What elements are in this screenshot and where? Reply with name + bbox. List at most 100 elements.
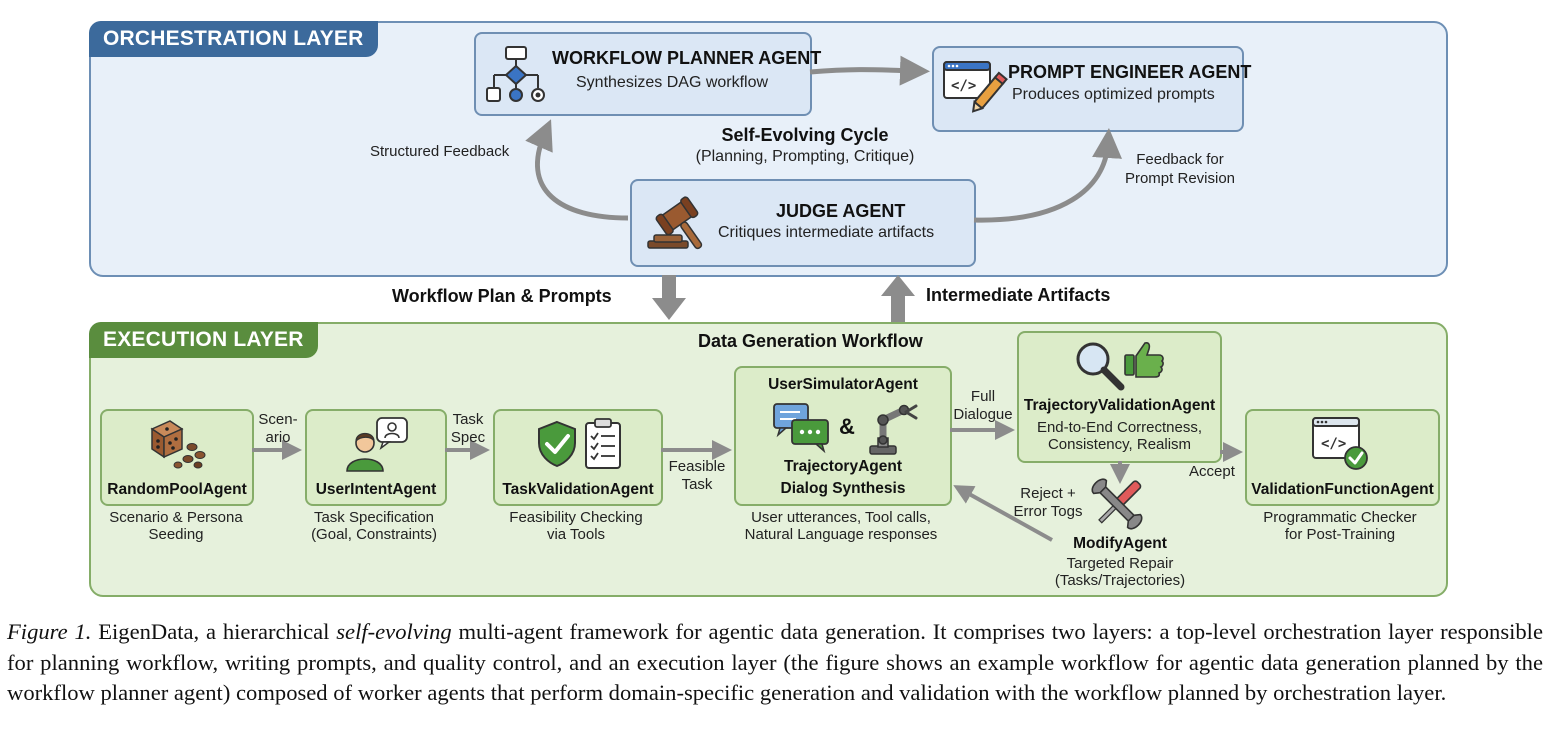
workflow-planner-agent-subtitle: Synthesizes DAG workflow [576, 74, 769, 91]
caption-emphasis: self-evolving [336, 619, 452, 644]
robot-arm-icon [869, 404, 918, 455]
edge-full-dialogue-line2: Dialogue [953, 406, 1013, 423]
edge-reject-line1: Reject + [1020, 485, 1076, 502]
user-intent-agent-box: UserIntentAgent [305, 409, 447, 506]
edge-task-spec-line1: Task [452, 411, 484, 428]
wrench-screwdriver-icon [1091, 478, 1143, 530]
modify-desc-line1: Targeted Repair [1066, 555, 1174, 572]
trajectory-validation-agent-name: TrajectoryValidationAgent [1023, 397, 1216, 414]
up-arrow-head [881, 275, 915, 296]
trajectory-validation-desc-line2: Consistency, Realism [1047, 436, 1192, 453]
svg-text:</>: </> [951, 78, 976, 94]
shield-check-icon [538, 420, 576, 468]
thumbs-up-icon [1124, 342, 1164, 378]
planner-to-prompt-arrow [809, 55, 930, 86]
prompt-engineer-agent-title: PROMPT ENGINEER AGENT [1008, 62, 1252, 82]
user-intent-desc-line2: (Goal, Constraints) [311, 526, 437, 543]
validation-function-desc-line2: for Post-Training [1284, 526, 1396, 543]
edge-scenario-line2: ario [265, 429, 291, 446]
task-validation-agent-desc: Feasibility Checking via Tools [496, 509, 656, 543]
user-simulator-desc-line1: User utterances, Tool calls, [751, 509, 931, 526]
user-simulator-agent-name: UserSimulatorAgent [768, 376, 918, 393]
trajectory-validation-desc-line1: End-to-End Correctness, [1036, 419, 1203, 436]
user-simulator-agent-box: UserSimulatorAgent & TrajectoryAgent Dia… [734, 366, 952, 506]
judge-to-prompt-arrow [973, 128, 1122, 223]
trajectory-validation-agent-desc: End-to-End Correctness, Consistency, Rea… [1019, 419, 1220, 453]
cycle-subtitle: (Planning, Prompting, Critique) [695, 148, 915, 165]
gavel-icon [647, 196, 703, 250]
magnifier-icon [1076, 342, 1125, 391]
validation-function-agent-name: ValidationFunctionAgent [1251, 481, 1434, 498]
edge-label-task-spec: Task Spec [444, 411, 492, 447]
user-chat-icon [346, 417, 408, 472]
code-pen-icon: </> [943, 61, 1008, 113]
edge-label-full-dialogue: Full Dialogue [948, 388, 1018, 424]
workflow-title: Data Generation Workflow [698, 331, 923, 351]
modify-desc-line2: (Tasks/Trajectories) [1054, 572, 1186, 589]
task-validation-agent-name: TaskValidationAgent [502, 481, 654, 498]
edge-label-scenario: Scen- ario [252, 411, 304, 447]
arrow-modify-to-usersim [953, 485, 1053, 542]
validation-function-desc-line1: Programmatic Checker [1263, 509, 1417, 526]
validation-function-agent-desc: Programmatic Checker for Post-Training [1240, 509, 1440, 543]
edge-label-reject: Reject + Error Togs [1006, 485, 1090, 521]
random-pool-agent-desc: Scenario & Persona Seeding [96, 509, 256, 543]
flowchart-icon [486, 46, 545, 102]
figure-caption: Figure 1. EigenData, a hierarchical self… [7, 617, 1543, 709]
trajectory-agent-name: TrajectoryAgent [783, 458, 902, 475]
caption-figure-label: Figure 1. [7, 619, 92, 644]
random-pool-agent-name: RandomPoolAgent [107, 481, 247, 498]
up-arrow-shaft [891, 295, 905, 322]
down-arrow-head [652, 298, 686, 320]
checklist-icon [585, 418, 621, 469]
code-window-check-icon: </> [1312, 417, 1368, 470]
edge-scenario-line1: Scen- [258, 411, 298, 428]
feedback-revision-line2: Prompt Revision [1124, 170, 1236, 187]
dice-icon [150, 420, 206, 469]
modify-agent-desc: Targeted Repair (Tasks/Trajectories) [1030, 555, 1210, 589]
edge-label-feasible-task: Feasible Task [662, 458, 732, 494]
user-intent-agent-desc: Task Specification (Goal, Constraints) [294, 509, 454, 543]
judge-to-planner-arrow [525, 119, 629, 221]
dialog-synthesis-label: Dialog Synthesis [780, 480, 906, 497]
judge-agent-subtitle: Critiques intermediate artifacts [718, 224, 935, 241]
prompt-engineer-agent-subtitle: Produces optimized prompts [1012, 86, 1215, 103]
task-validation-desc-line1: Feasibility Checking [509, 509, 643, 526]
prompt-engineer-agent-box: </> PROMPT ENGINEER AGENT Produces optim… [932, 46, 1251, 132]
edge-task-spec-line2: Spec [450, 429, 486, 446]
edge-label-accept: Accept [1189, 463, 1235, 480]
orchestration-layer-label: ORCHESTRATION LAYER [89, 21, 378, 57]
structured-feedback-label: Structured Feedback [370, 143, 510, 160]
edge-feasible-task-line2: Task [681, 476, 713, 493]
user-simulator-agent-desc: User utterances, Tool calls, Natural Lan… [730, 509, 952, 543]
user-simulator-desc-line2: Natural Language responses [744, 526, 938, 543]
judge-agent-title: JUDGE AGENT [776, 201, 906, 221]
user-intent-desc-line1: Task Specification [313, 509, 435, 526]
random-pool-desc-line1: Scenario & Persona [109, 509, 243, 526]
task-validation-desc-line2: via Tools [546, 526, 606, 543]
down-arrow-shaft [662, 275, 676, 299]
edge-full-dialogue-line1: Full [970, 388, 996, 405]
chat-bubbles-icon [773, 403, 829, 454]
user-intent-agent-name: UserIntentAgent [315, 481, 437, 498]
execution-layer-label: EXECUTION LAYER [89, 322, 318, 358]
edge-feasible-task-line1: Feasible [668, 458, 726, 475]
task-validation-agent-box: TaskValidationAgent [493, 409, 663, 506]
workflow-planner-agent-title: WORKFLOW PLANNER AGENT [552, 48, 822, 68]
random-pool-agent-box: RandomPoolAgent [100, 409, 254, 506]
judge-agent-box: JUDGE AGENT Critiques intermediate artif… [630, 179, 976, 267]
svg-text:</>: </> [1321, 436, 1346, 452]
feedback-revision-line1: Feedback for [1136, 151, 1224, 168]
caption-part1: EigenData, a hierarchical [91, 619, 337, 644]
validation-function-agent-box: </> ValidationFunctionAgent [1245, 409, 1440, 506]
ampersand-label: & [839, 414, 855, 439]
random-pool-desc-line2: Seeding [148, 526, 204, 543]
workflow-plan-prompts-label: Workflow Plan & Prompts [392, 286, 612, 306]
caption-part2: multi-agent framework for agentic data g… [7, 619, 1543, 705]
cycle-title: Self-Evolving Cycle [721, 125, 889, 145]
modify-agent-name: ModifyAgent [1073, 535, 1167, 552]
intermediate-artifacts-label: Intermediate Artifacts [926, 285, 1111, 305]
trajectory-validation-agent-box: TrajectoryValidationAgent End-to-End Cor… [1017, 331, 1222, 463]
